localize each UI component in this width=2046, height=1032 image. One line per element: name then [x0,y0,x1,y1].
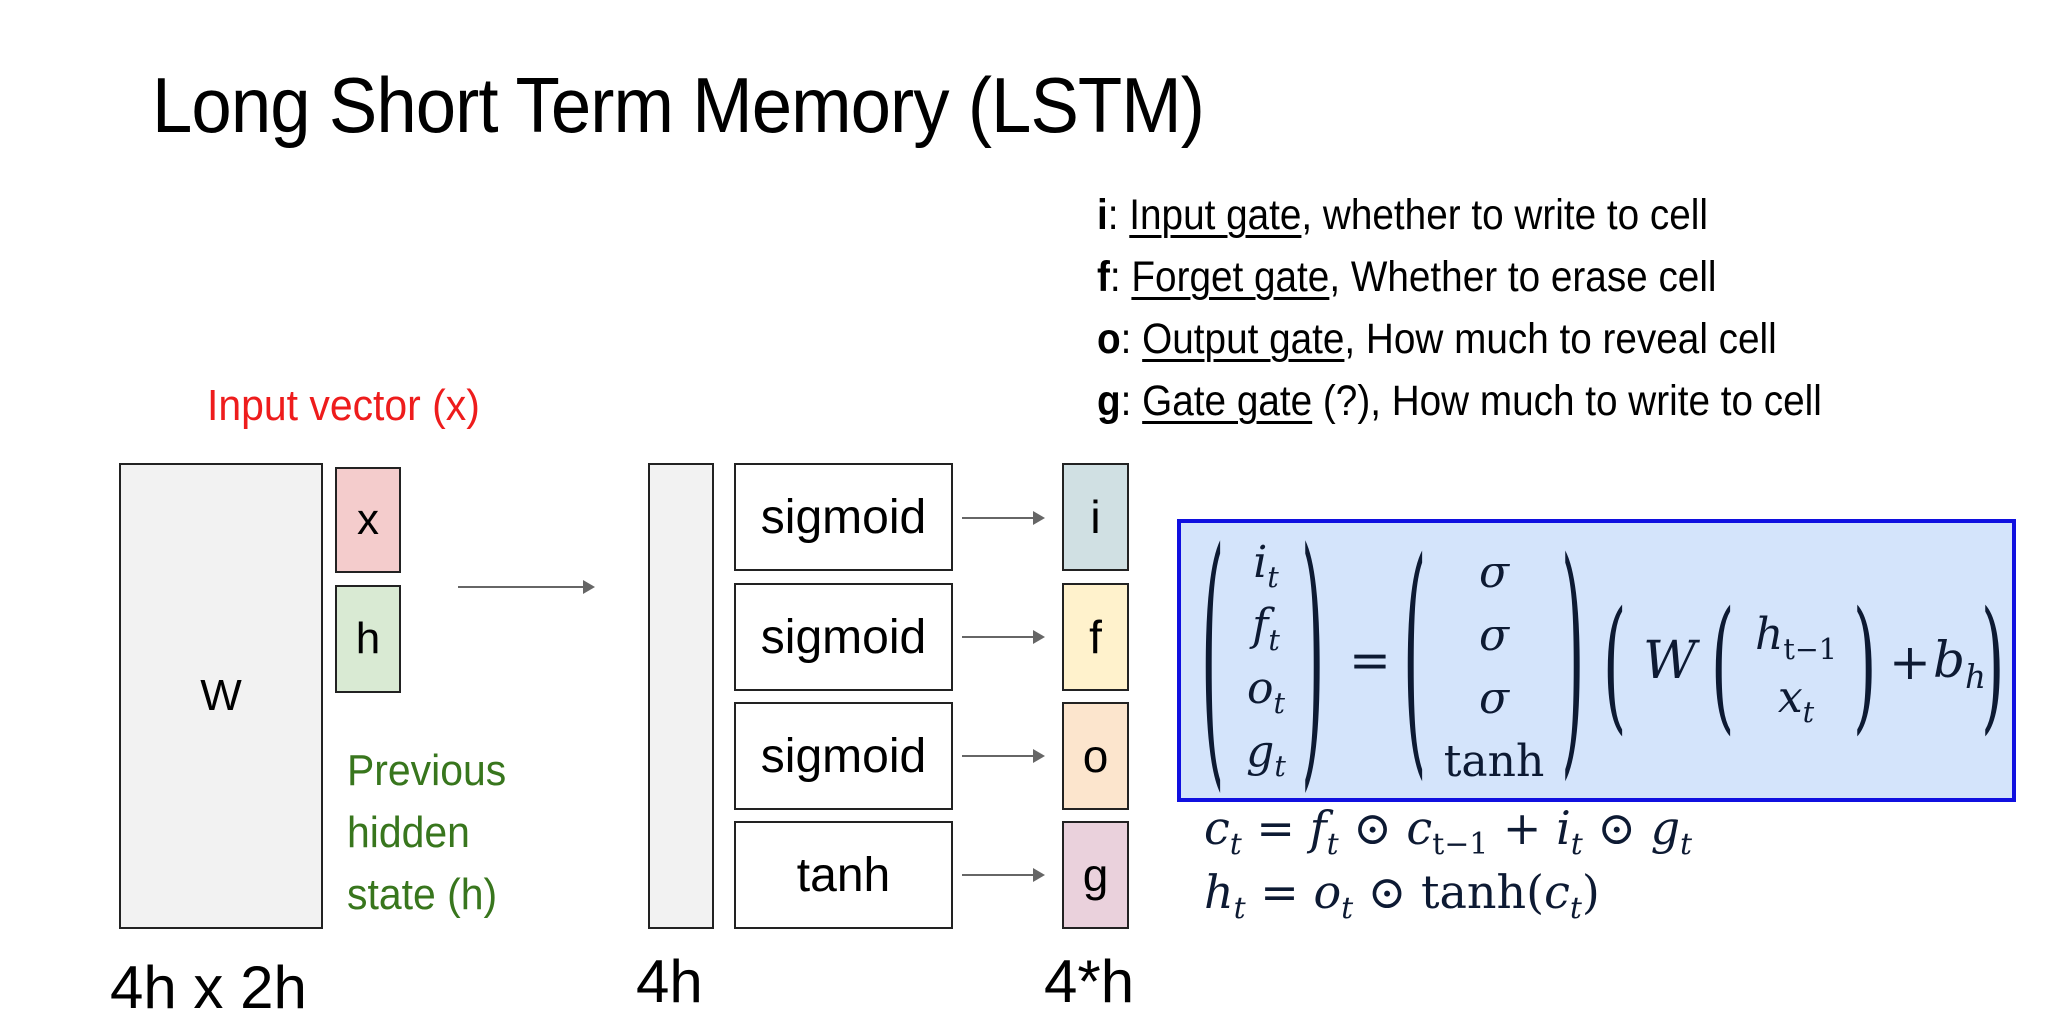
vector-entry: ft [1252,600,1280,657]
activation-box-sigmoid-f: sigmoid [734,583,953,691]
vector-entry: gt [1246,726,1286,783]
left-paren: ( [1403,511,1427,805]
right-paren: ) [1981,582,2005,750]
gate-letter: o [1082,730,1109,782]
label-line: Previous [347,746,507,795]
gate-box-g: g [1062,821,1129,929]
w-label: W [200,671,242,720]
vector-entry: tanh [1443,736,1545,787]
activation-label: sigmoid [760,729,927,783]
previous-hidden-state-label: Previous hidden state (h) [347,740,506,926]
gate-name: Output gate [1142,315,1345,363]
right-paren: ) [1853,582,1877,750]
gate-name: Forget gate [1131,253,1330,301]
arrow-right-icon [962,868,1045,882]
gate-description-output: o: Output gate, How much to reveal cell [1097,315,1777,363]
arrow-right-icon [458,580,595,594]
weight-symbol: W [1643,631,1697,691]
input-vector-label: Input vector (x) [207,381,480,430]
gate-box-f: f [1062,583,1129,691]
gate-description-forget: f: Forget gate, Whether to erase cell [1097,253,1717,301]
gates-dimensions-label: 4*h [1044,948,1135,1015]
gate-key: g [1097,377,1121,425]
activation-vector: σ σ σ tanh [1439,541,1549,793]
gate-letter: i [1090,491,1101,543]
concat-vector: ht−1 xt [1741,603,1851,729]
activation-box-sigmoid-i: sigmoid [734,463,953,571]
w-dimensions-label: 4h x 2h [110,954,307,1021]
arrow-right-icon [962,749,1045,763]
vector-entry: xt [1777,672,1815,729]
right-paren: ) [1301,497,1325,819]
preactivation-dimensions-label: 4h [636,948,703,1015]
vector-entry: ot [1247,663,1285,720]
cell-state-equation: ct = ft ⊙ ct−1 + it ⊙ gt [1204,801,1693,863]
label-line: hidden [347,808,470,857]
bias-term: bh [1933,631,1986,696]
gate-letter: g [1082,849,1109,901]
gate-box-i: i [1062,463,1129,571]
activation-box-sigmoid-o: sigmoid [734,702,953,810]
gate-box-o: o [1062,702,1129,810]
plus-sign: + [1889,633,1931,691]
h-label: h [355,614,381,663]
hidden-state-equation: ht = ot ⊙ tanh(ct) [1204,865,1600,927]
vector-entry: σ [1478,610,1510,661]
left-paren: ( [1711,582,1735,750]
gate-description-input: i: Input gate, whether to write to cell [1097,191,1708,239]
slide-title: Long Short Term Memory (LSTM) [152,61,1205,149]
label-line: state (h) [347,870,498,919]
gate-key: i [1097,191,1108,239]
preactivation-vector [648,463,714,929]
x-label: x [357,495,379,544]
vector-entry: σ [1478,673,1510,724]
vector-entry: ht−1 [1755,609,1837,666]
arrow-right-icon [962,511,1045,525]
input-vector-x: x [335,467,401,573]
activation-label: tanh [796,848,891,902]
gate-name: Gate gate [1142,377,1313,425]
activation-label: sigmoid [760,610,927,664]
vector-entry: σ [1478,547,1510,598]
gate-letter: f [1089,611,1102,663]
left-paren: ( [1603,582,1627,750]
weight-matrix-w: W [119,463,323,929]
hidden-vector-h: h [335,585,401,693]
lstm-equation-box: ( it ft ot gt ) = ( σ σ σ tanh ) ( W ( h… [1177,497,2016,819]
gate-text: (?), How much to write to cell [1312,377,1822,425]
right-paren: ) [1561,511,1585,805]
activation-box-tanh-g: tanh [734,821,953,929]
gate-description-gate: g: Gate gate (?), How much to write to c… [1097,377,1822,425]
equals-sign: = [1349,631,1391,689]
gate-key: f [1097,253,1110,301]
gate-key: o [1097,315,1121,363]
arrow-right-icon [962,630,1045,644]
gate-text: , Whether to erase cell [1329,253,1717,301]
vector-entry: it [1253,537,1279,594]
activation-label: sigmoid [760,490,927,544]
gate-text: , whether to write to cell [1301,191,1708,239]
gates-vector: it ft ot gt [1231,531,1301,783]
gate-text: , How much to reveal cell [1344,315,1777,363]
left-paren: ( [1201,497,1225,819]
gate-name: Input gate [1129,191,1302,239]
